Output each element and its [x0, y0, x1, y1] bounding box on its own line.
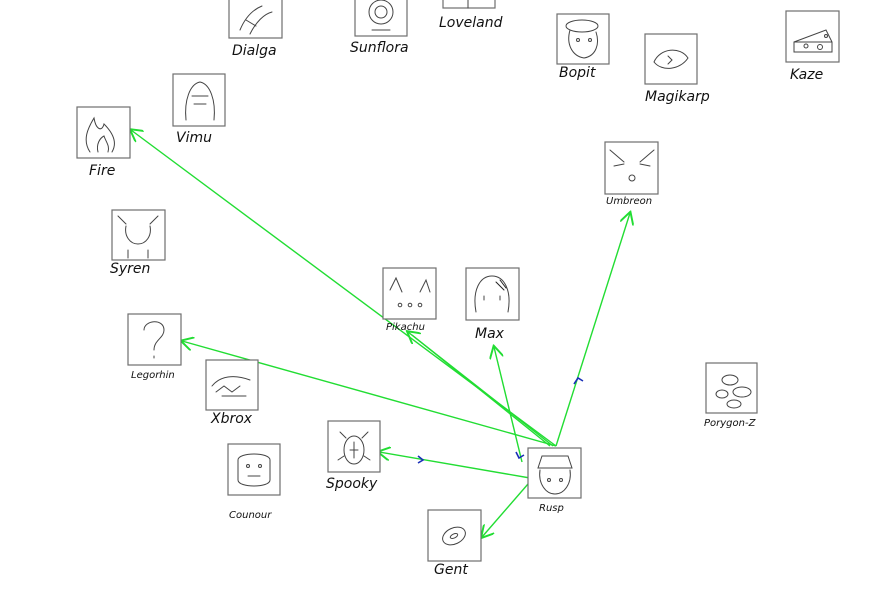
node-label-counour: Counour — [229, 510, 272, 521]
node-label-sunflora: Sunflora — [350, 40, 409, 56]
node-label-porygonz: Porygon-Z — [704, 418, 757, 429]
porygon-sketch-icon — [715, 374, 752, 409]
node-label-dialga: Dialga — [232, 43, 277, 59]
node-magikarp[interactable]: Magikarp — [644, 33, 710, 105]
accent-mark-spooky — [417, 455, 425, 464]
node-label-umbreon: Umbreon — [606, 196, 652, 207]
node-label-pikachu: Pikachu — [386, 322, 425, 333]
gent-sketch-icon — [442, 526, 466, 546]
node-loveland[interactable]: Loveland — [439, 0, 503, 31]
node-kaze[interactable]: Kaze — [785, 10, 840, 83]
node-sunflora[interactable]: Sunflora — [350, 0, 409, 56]
flame-sketch-icon — [85, 116, 115, 153]
edges-layer — [131, 130, 630, 537]
node-porygonz[interactable]: Porygon-Z — [704, 362, 758, 429]
bopit-sketch-icon — [565, 19, 599, 59]
edge-rusp-to-umbreon — [555, 213, 630, 447]
node-gent[interactable]: Gent — [427, 509, 482, 578]
node-label-legorhin: Legorhin — [131, 370, 175, 381]
accent-mark-max — [515, 451, 525, 460]
node-label-spooky: Spooky — [326, 476, 378, 492]
node-label-magikarp: Magikarp — [645, 89, 710, 105]
node-rusp[interactable]: Rusp — [527, 447, 582, 514]
edge-rusp-to-pikachu-second-stroke — [411, 334, 551, 447]
umbreon-sketch-icon — [609, 149, 655, 182]
node-xbrox[interactable]: Xbrox — [205, 359, 259, 427]
node-label-kaze: Kaze — [790, 67, 823, 83]
node-dialga[interactable]: Dialga — [228, 0, 283, 59]
node-label-rusp: Rusp — [539, 503, 564, 514]
accent-mark-umbreon — [573, 376, 584, 385]
cheese-sketch-icon — [793, 29, 833, 53]
node-label-xbrox: Xbrox — [210, 411, 253, 427]
edge-rusp-to-gent — [482, 483, 529, 537]
node-label-syren: Syren — [110, 261, 150, 277]
node-fire[interactable]: Fire — [76, 106, 131, 179]
node-label-loveland: Loveland — [439, 15, 503, 31]
rusp-sketch-icon — [537, 455, 573, 495]
edge-rusp-to-legorhin — [182, 341, 557, 447]
node-counour[interactable]: Counour — [227, 443, 281, 521]
xbrox-sketch-icon — [211, 376, 251, 397]
node-label-bopit: Bopit — [559, 65, 596, 81]
magikarp-sketch-icon — [653, 49, 689, 69]
vimu-sketch-icon — [185, 81, 215, 121]
dialga-sketch-icon — [239, 5, 273, 35]
edge-rusp-to-spooky — [379, 452, 531, 479]
node-max[interactable]: Max — [465, 267, 520, 342]
node-bopit[interactable]: Bopit — [556, 13, 610, 81]
edge-rusp-to-max — [494, 347, 523, 463]
node-syren[interactable]: Syren — [110, 209, 166, 277]
node-label-vimu: Vimu — [176, 130, 212, 146]
node-legorhin[interactable]: Legorhin — [127, 313, 182, 381]
node-label-fire: Fire — [89, 163, 115, 179]
accent-marks — [417, 376, 584, 464]
node-spooky[interactable]: Spooky — [326, 420, 381, 492]
node-vimu[interactable]: Vimu — [172, 73, 226, 146]
node-pikachu[interactable]: Pikachu — [382, 267, 437, 333]
nodes-layer: Dialga Sunflora Loveland — [76, 0, 840, 578]
syren-sketch-icon — [117, 215, 159, 259]
spooky-sketch-icon — [337, 431, 371, 465]
node-umbreon[interactable]: Umbreon — [604, 141, 659, 207]
sunflora-sketch-icon — [368, 0, 394, 31]
counour-sketch-icon — [237, 453, 271, 487]
node-label-max: Max — [475, 326, 505, 342]
pikachu-sketch-icon — [389, 276, 431, 308]
max-sketch-icon — [474, 275, 510, 313]
node-label-gent: Gent — [434, 562, 468, 578]
question-mark-sketch-icon — [143, 321, 165, 359]
